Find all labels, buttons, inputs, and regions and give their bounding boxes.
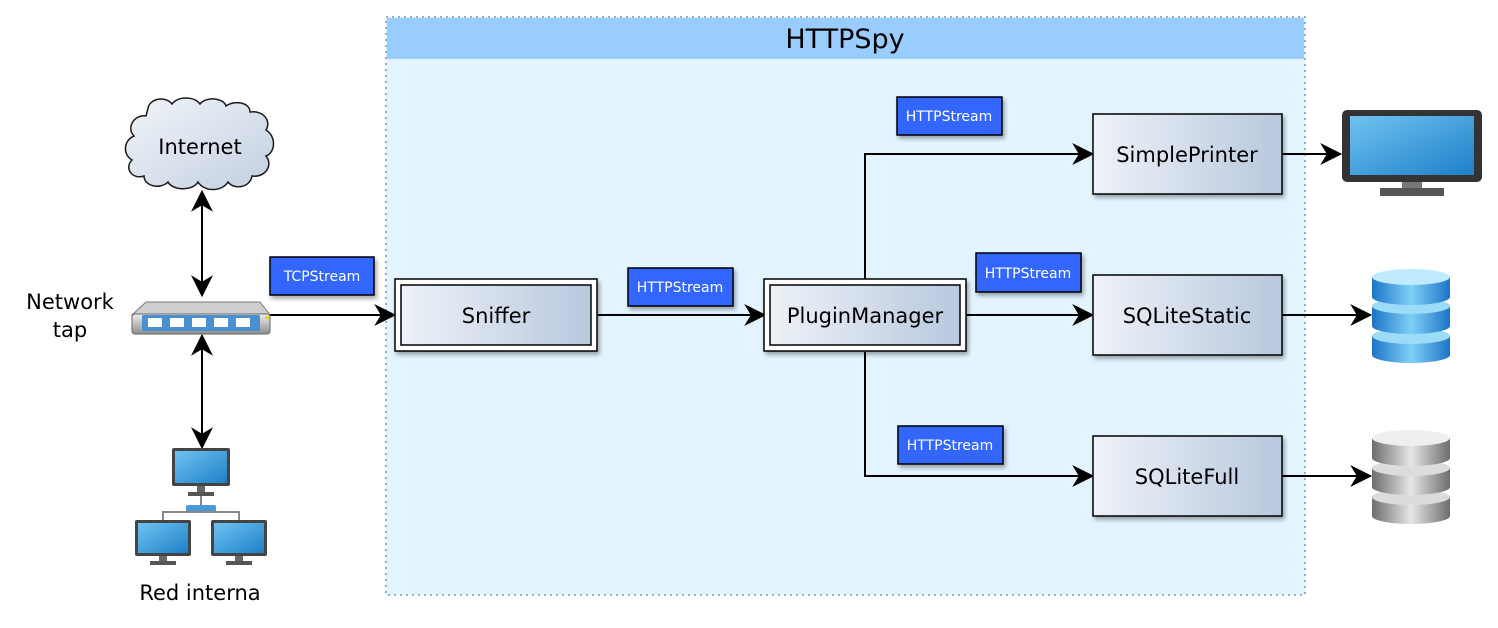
gray-database-icon xyxy=(1372,430,1450,524)
sqlite-full-label: SQLiteFull xyxy=(1135,465,1239,489)
internet-label: Internet xyxy=(158,135,241,159)
http-stream-tag-printer: HTTPStream xyxy=(896,96,1003,136)
network-switch-icon xyxy=(130,301,272,335)
network-tap-node: Network tap xyxy=(26,290,272,342)
http-stream-label-full: HTTPStream xyxy=(907,438,993,454)
plugin-manager-component[interactable] xyxy=(763,278,967,352)
internet-node: Internet xyxy=(124,97,275,191)
connectors xyxy=(191,143,1373,487)
http-stream-tag-full: HTTPStream xyxy=(897,425,1004,465)
container-title: HTTPSpy xyxy=(785,24,904,55)
internal-network-node: Red interna xyxy=(135,448,267,605)
tcp-stream-label: TCPStream xyxy=(283,269,361,285)
network-tap-label-line1: Network xyxy=(26,290,115,314)
sniffer-component[interactable] xyxy=(394,278,598,352)
computer-network-icon xyxy=(135,448,267,565)
http-stream-label-manager: HTTPStream xyxy=(637,280,723,296)
plugin-manager-label: PluginManager xyxy=(787,304,944,328)
monitor-icon xyxy=(1342,110,1482,196)
network-tap-label-line2: tap xyxy=(53,318,87,342)
tcp-stream-tag: TCPStream xyxy=(269,256,375,296)
sqlite-full-component[interactable] xyxy=(1092,435,1283,517)
simple-printer-label: SimplePrinter xyxy=(1116,143,1258,167)
sniffer-label: Sniffer xyxy=(462,304,531,328)
manager-full-arrow xyxy=(864,352,1095,487)
internal-network-label: Red interna xyxy=(139,581,260,605)
http-stream-label-static: HTTPStream xyxy=(985,266,1071,282)
http-stream-tag-static: HTTPStream xyxy=(975,252,1082,293)
cloud-icon xyxy=(124,97,275,191)
manager-printer-arrow xyxy=(864,143,1095,279)
sqlite-static-component[interactable] xyxy=(1092,274,1283,356)
simple-printer-component[interactable] xyxy=(1092,113,1283,195)
http-stream-label-printer: HTTPStream xyxy=(906,109,992,125)
blue-database-icon xyxy=(1372,269,1450,363)
http-stream-tag-manager: HTTPStream xyxy=(627,267,734,307)
sqlite-static-label: SQLiteStatic xyxy=(1123,304,1252,328)
